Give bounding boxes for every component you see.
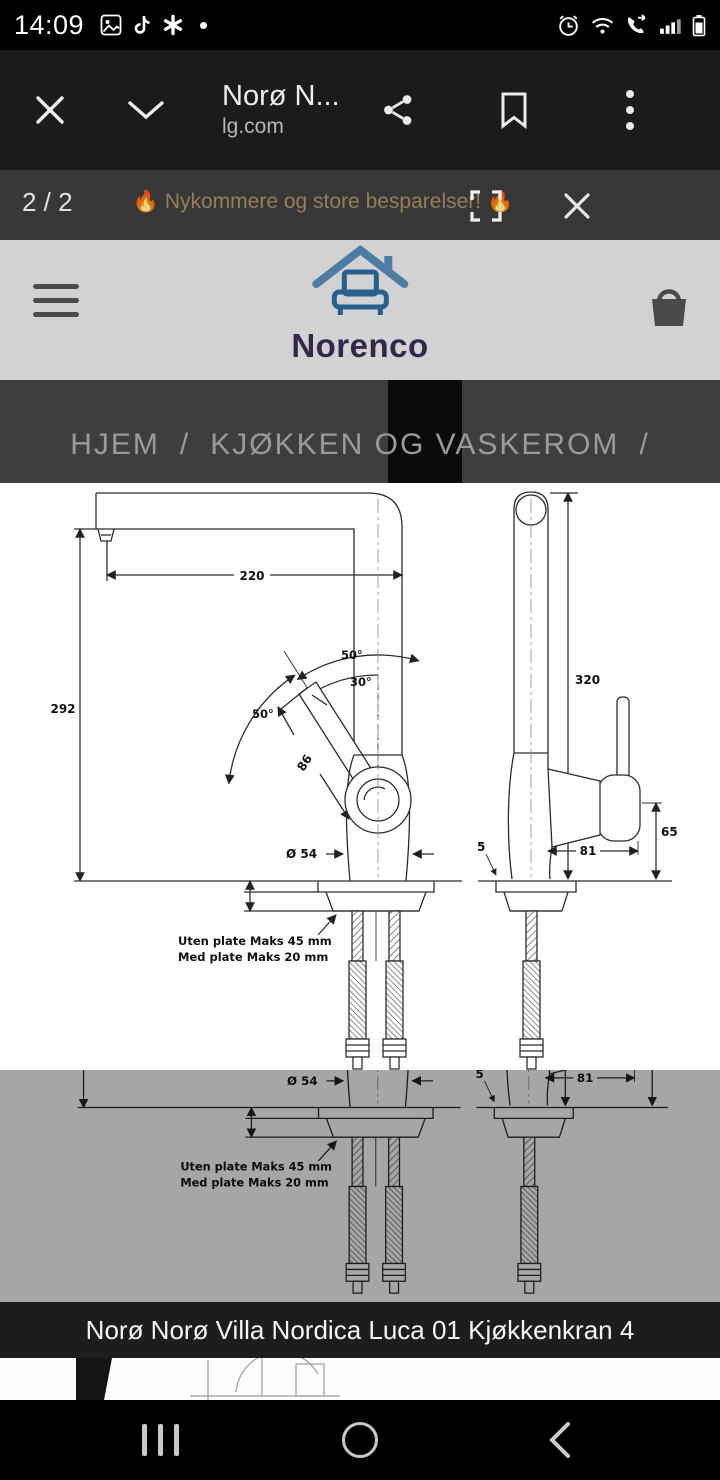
note-line2: Med plate Maks 20 mm	[178, 950, 328, 964]
thumbnail-strip[interactable]	[0, 1358, 720, 1400]
recents-button[interactable]	[130, 1410, 190, 1470]
status-bar: 14:09	[0, 0, 720, 50]
product-drawing-image[interactable]: 292 220 50° 30°	[0, 483, 720, 1070]
banner-close-button[interactable]	[553, 184, 601, 228]
dim-81-label: 81	[580, 844, 597, 858]
notification-icons	[100, 14, 208, 36]
breadcrumb-separator: /	[179, 428, 191, 461]
image-source-url: lg.com	[222, 115, 284, 138]
menu-button	[33, 284, 81, 326]
cart-button	[642, 278, 696, 337]
home-button[interactable]	[330, 1410, 390, 1470]
hamburger-icon	[33, 284, 79, 289]
dim-overlay	[0, 1070, 720, 1302]
gallery-notification-icon	[100, 14, 122, 36]
wifi-icon	[591, 17, 614, 34]
signal-icon	[660, 18, 681, 34]
image-counter: 2 / 2	[22, 187, 73, 217]
flower-notification-icon	[163, 14, 183, 36]
share-icon	[384, 95, 412, 125]
call-forward-icon	[627, 13, 646, 33]
collapse-button[interactable]	[122, 86, 170, 134]
angle-lower-label: 50°	[252, 707, 274, 721]
bookmark-icon	[501, 92, 527, 129]
technical-drawing-svg: 292 220 50° 30°	[0, 483, 720, 1070]
system-status-icons	[556, 13, 706, 38]
thumbnail-fragment	[76, 1358, 340, 1400]
close-viewer-button[interactable]	[26, 86, 74, 134]
chevron-down-icon	[128, 101, 164, 120]
image-title-block: Norø N... lg.com	[222, 79, 374, 141]
image-viewer-header: Norø N... lg.com	[0, 50, 720, 170]
breadcrumb-separator: /	[639, 428, 650, 461]
logo-text: Norenco	[291, 327, 429, 364]
angle-mid-label: 30°	[350, 675, 372, 689]
back-button[interactable]	[530, 1410, 590, 1470]
site-header: Norenco	[0, 240, 720, 380]
angle-upper-label: 50°	[341, 648, 363, 662]
dimmed-next-image[interactable]	[0, 1070, 720, 1302]
fullscreen-button[interactable]	[463, 186, 509, 226]
shopping-bag-icon	[652, 289, 686, 326]
image-title: Norø N...	[222, 80, 340, 112]
overflow-menu-button[interactable]	[606, 86, 654, 134]
dim-220-label: 220	[239, 569, 264, 583]
logo-house-icon	[311, 244, 408, 315]
home-icon	[342, 1422, 378, 1458]
overflow-icon	[626, 90, 634, 130]
dim-320-label: 320	[575, 673, 600, 687]
alarm-icon	[559, 14, 578, 36]
close-icon	[36, 96, 64, 124]
tiktok-notification-icon	[134, 16, 150, 34]
breadcrumb-text: HJEM / KJØKKEN OG VASKEROM /	[0, 428, 720, 462]
breadcrumb: HJEM / KJØKKEN OG VASKEROM /	[0, 380, 720, 483]
recents-icon	[141, 1424, 179, 1456]
dim-5-label: 5	[477, 840, 485, 854]
breadcrumb-category: KJØKKEN OG VASKEROM	[210, 428, 620, 461]
overlapped-image-fragment	[388, 380, 462, 483]
more-notifications-dot	[200, 21, 208, 29]
site-logo: Norenco	[291, 236, 428, 365]
dim-292-label: 292	[50, 702, 75, 716]
close-icon	[564, 193, 590, 219]
fullscreen-icon	[470, 190, 502, 222]
dim-diameter-label: Ø 54	[286, 847, 317, 861]
dim-65-label: 65	[661, 825, 678, 839]
image-toolbar-row: 2 / 2 🔥 Nykommere og store besparelser! …	[0, 170, 720, 240]
battery-icon	[692, 14, 706, 36]
clock: 14:09	[14, 9, 85, 40]
breadcrumb-home: HJEM	[70, 428, 160, 461]
share-button[interactable]	[374, 86, 422, 134]
note-line1: Uten plate Maks 45 mm	[178, 934, 332, 948]
back-icon	[549, 1422, 570, 1458]
image-caption: Norø Norø Villa Nordica Luca 01 Kjøkkenk…	[0, 1302, 720, 1358]
promo-banner-text: 🔥 Nykommere og store besparelser! 🔥	[132, 190, 514, 213]
bookmark-button[interactable]	[490, 86, 538, 134]
nav-bar	[0, 1400, 720, 1480]
